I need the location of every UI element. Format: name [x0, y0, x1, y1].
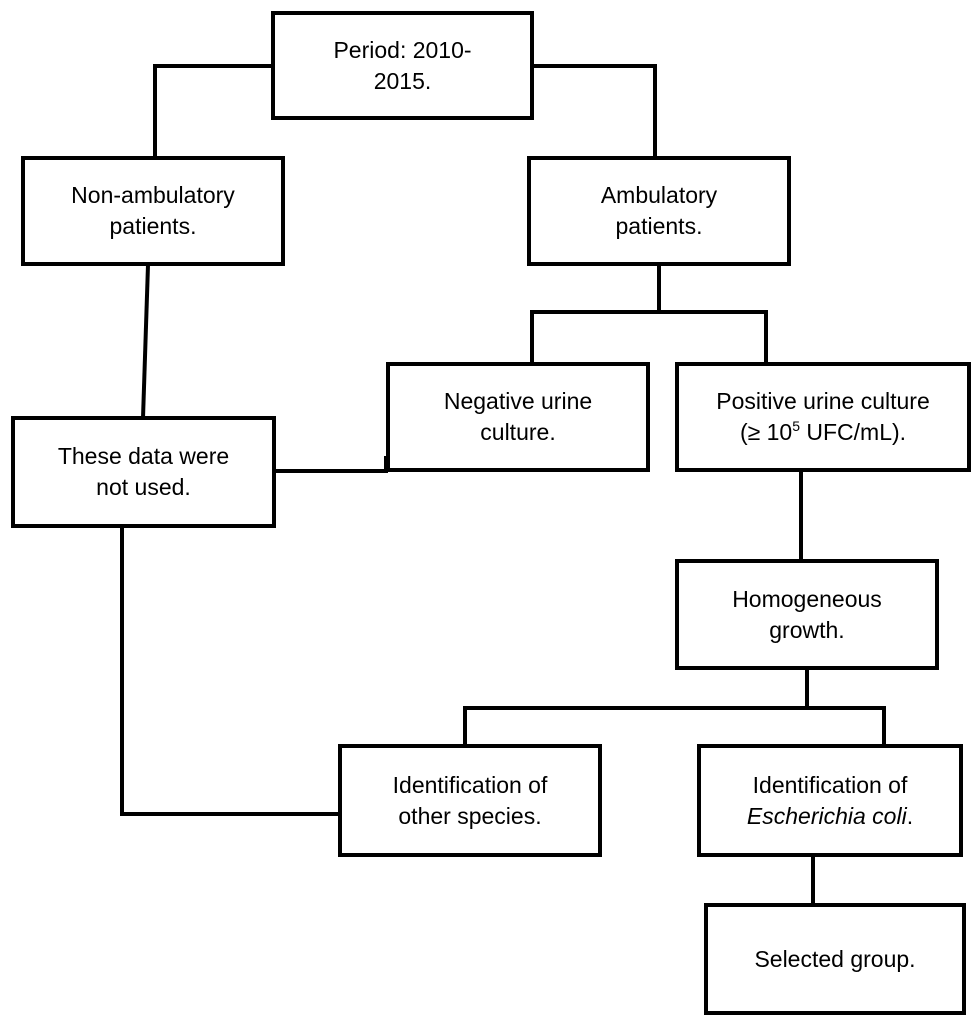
ecoli-species: Escherichia coli: [746, 802, 907, 829]
positive-culture-line1: Positive urine culture: [716, 388, 930, 414]
positive-culture-box: Positive urine culture (≥ 105 UFC/mL).: [675, 362, 971, 472]
negative-culture-box: Negative urine culture.: [386, 362, 650, 472]
homogeneous-growth-box: Homogeneous growth.: [675, 559, 939, 670]
connector-period-left: [153, 64, 275, 160]
non-ambulatory-box: Non-ambulatory patients.: [21, 156, 285, 266]
ecoli-line1: Identification of: [752, 771, 908, 798]
ambulatory-text: Ambulatory patients.: [600, 182, 718, 239]
ambulatory-box: Ambulatory patients.: [527, 156, 791, 266]
positive-culture-line2-prefix: (≥ 10: [739, 419, 793, 445]
ecoli-box: Identification of Escherichia coli.: [697, 744, 963, 857]
not-used-box: These data were not used.: [11, 416, 276, 528]
not-used-text: These data were not used.: [57, 443, 230, 500]
ecoli-suffix: .: [906, 802, 914, 829]
period-box: Period: 2010- 2015.: [271, 11, 534, 120]
connector-notused-otherspecies: [120, 526, 342, 816]
positive-culture-exponent: 5: [792, 418, 800, 434]
connector-homogeneous-split: [463, 706, 886, 748]
non-ambulatory-text: Non-ambulatory patients.: [71, 182, 235, 239]
homogeneous-growth-text: Homogeneous growth.: [732, 585, 882, 643]
selected-group-text: Selected group.: [754, 945, 916, 972]
other-species-text: Identification of other species.: [392, 771, 548, 829]
positive-culture-text: Positive urine culture (≥ 105 UFC/mL).: [716, 386, 930, 448]
period-text: Period: 2010- 2015.: [333, 36, 472, 94]
positive-culture-line2-suffix: UFC/mL).: [800, 419, 907, 445]
connector-negative-notused: [273, 456, 388, 473]
other-species-box: Identification of other species.: [338, 744, 602, 857]
ecoli-text: Identification of Escherichia coli.: [747, 770, 913, 832]
negative-culture-text: Negative urine culture.: [443, 388, 593, 445]
connector-ambulatory-split: [530, 310, 768, 366]
selected-group-box: Selected group.: [704, 903, 966, 1015]
connector-nonamb-notused: [140, 262, 151, 421]
